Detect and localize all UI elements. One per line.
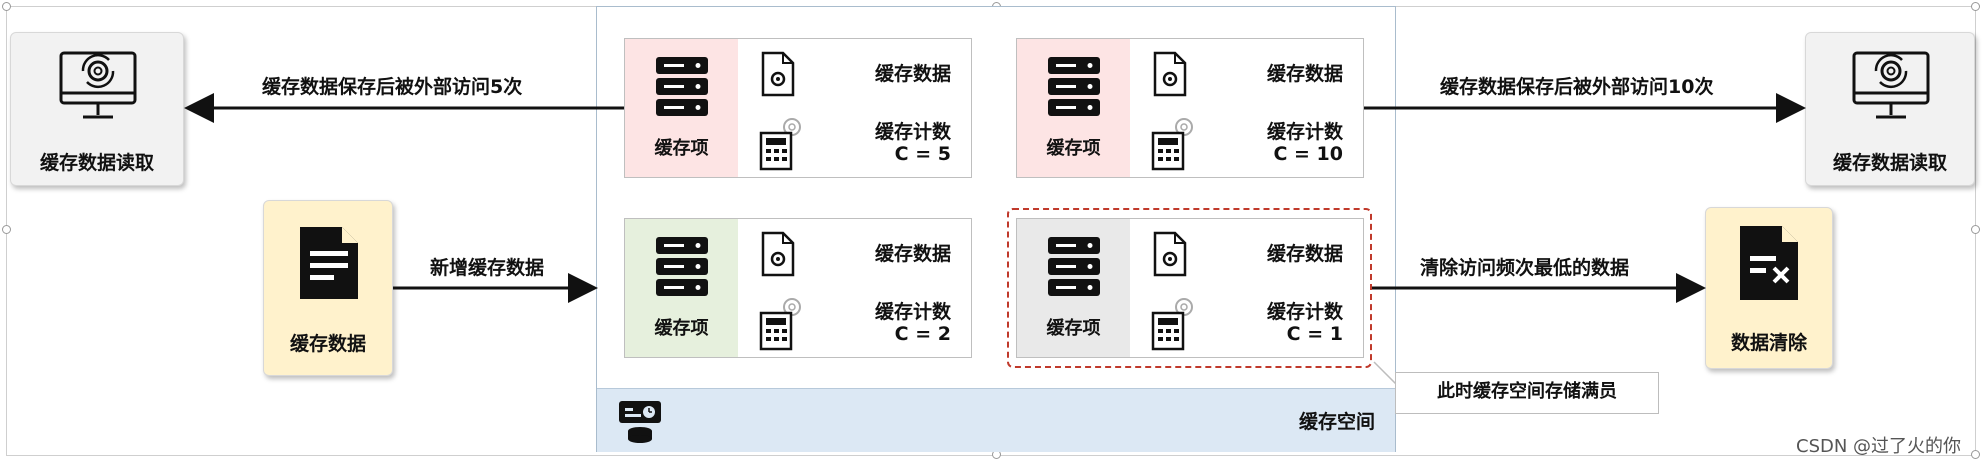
cache-item: 缓存项 缓存数据 缓存计数 (1016, 38, 1364, 178)
arrow-label-middle-left: 新增缓存数据 (430, 257, 545, 279)
watermark: CSDN @过了火的你 (1796, 436, 1962, 457)
server-icon (1048, 57, 1100, 116)
monitor-gear-icon (1852, 51, 1930, 119)
cache-data-row: 缓存数据 (1130, 219, 1363, 290)
document-icon (300, 227, 358, 299)
cache-count-label: 缓存计数 (1266, 121, 1343, 143)
resize-handle[interactable] (2, 2, 11, 11)
cache-space-footer: 缓存空间 (597, 388, 1395, 452)
server-clock-icon (619, 401, 661, 443)
resize-handle[interactable] (2, 225, 11, 234)
file-gear-icon (1153, 51, 1187, 97)
reader-label: 缓存数据读取 (1832, 152, 1947, 174)
arrow-label-top-left: 缓存数据保存后被外部访问5次 (262, 76, 523, 98)
cache-count-row: 缓存计数 C = 10 (1130, 109, 1363, 177)
cache-reader-left: 缓存数据读取 (10, 32, 184, 186)
calculator-gear-icon (759, 298, 801, 351)
cache-count-label: 缓存计数 (1266, 301, 1343, 323)
cache-count-value: C = 1 (1286, 323, 1343, 345)
calculator-gear-icon (759, 118, 801, 171)
capacity-full-callout: 此时缓存空间存储满员 (1395, 372, 1659, 414)
arrow-label-middle-right: 清除访问频次最低的数据 (1420, 257, 1630, 279)
callout-pointer (1373, 361, 1397, 385)
document-delete-icon (1740, 226, 1798, 300)
cache-data-row: 缓存数据 (738, 39, 971, 110)
cache-data-label: 缓存数据 (1266, 63, 1343, 85)
cache-count-label: 缓存计数 (874, 121, 951, 143)
file-gear-icon (761, 231, 795, 277)
calculator-gear-icon (1151, 298, 1193, 351)
cache-count-value: C = 10 (1273, 143, 1343, 165)
cache-item-label: 缓存项 (1046, 138, 1101, 159)
cache-item-label: 缓存项 (654, 318, 709, 339)
cache-count-row: 缓存计数 C = 2 (738, 289, 971, 357)
purge-label: 数据清除 (1730, 332, 1807, 354)
file-gear-icon (761, 51, 795, 97)
file-gear-icon (1153, 231, 1187, 277)
lowest-frequency-highlight (1007, 208, 1372, 368)
cache-count-row: 缓存计数 C = 1 (1130, 289, 1363, 357)
cache-count-row: 缓存计数 C = 5 (738, 109, 971, 177)
server-icon (656, 237, 708, 296)
cache-data-row: 缓存数据 (1130, 39, 1363, 110)
cache-reader-right: 缓存数据读取 (1805, 32, 1975, 186)
monitor-gear-icon (59, 51, 137, 119)
resize-handle[interactable] (1971, 450, 1980, 459)
cache-item-icon-cell: 缓存项 (625, 39, 739, 177)
data-purge-box: 数据清除 (1705, 207, 1833, 369)
cache-count-value: C = 2 (894, 323, 951, 345)
new-cache-data-box: 缓存数据 (263, 200, 393, 376)
reader-label: 缓存数据读取 (39, 152, 154, 174)
cache-item-label: 缓存项 (654, 138, 709, 159)
cache-item: 缓存项 缓存数据 缓存计数 (624, 38, 972, 178)
resize-handle[interactable] (1971, 2, 1980, 11)
cache-item: 缓存项 缓存数据 缓存计数 (1016, 218, 1364, 358)
cache-data-label: 缓存数据 (874, 63, 951, 85)
cache-item-label: 缓存项 (1046, 318, 1101, 339)
cache-space-label: 缓存空间 (1298, 411, 1375, 433)
cache-count-label: 缓存计数 (874, 301, 951, 323)
cache-data-label: 缓存数据 (874, 243, 951, 265)
cache-data-label: 缓存数据 (1266, 243, 1343, 265)
server-icon (1048, 237, 1100, 296)
cache-item-icon-cell: 缓存项 (1017, 39, 1131, 177)
resize-handle[interactable] (1971, 225, 1980, 234)
server-icon (656, 57, 708, 116)
cache-count-value: C = 5 (894, 143, 951, 165)
arrow-label-top-right: 缓存数据保存后被外部访问10次 (1440, 76, 1714, 98)
cache-item: 缓存项 缓存数据 缓存计数 (624, 218, 972, 358)
calculator-gear-icon (1151, 118, 1193, 171)
new-data-label: 缓存数据 (289, 333, 366, 355)
